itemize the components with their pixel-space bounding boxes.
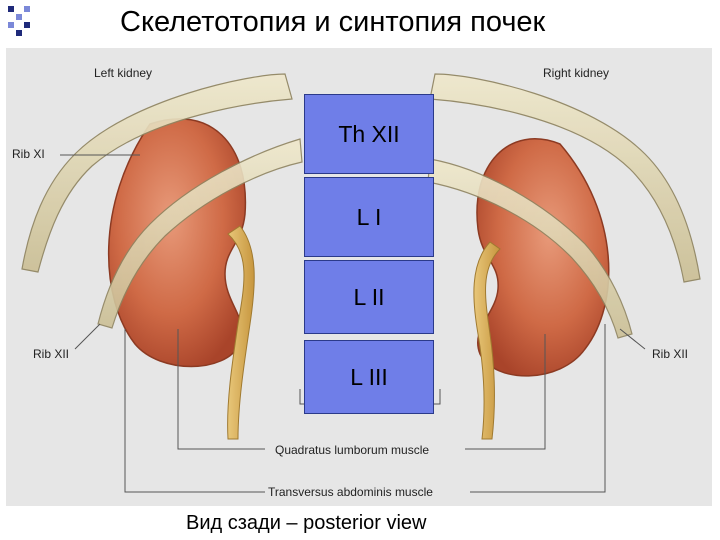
right-kidney-label: Right kidney bbox=[543, 66, 610, 80]
vertebra-l-i: L I bbox=[304, 177, 434, 257]
quadratus-lumborum-label: Quadratus lumborum muscle bbox=[275, 443, 430, 457]
left-kidney-label: Left kidney bbox=[94, 66, 153, 80]
leader-lines bbox=[60, 154, 646, 493]
view-caption: Вид сзади – posterior view bbox=[186, 512, 427, 534]
left-rib-xii bbox=[97, 138, 303, 329]
rib-xi-label: Rib XI bbox=[12, 147, 45, 161]
left-rib-xi bbox=[21, 73, 293, 273]
transversus-abdominis-label: Transversus abdominis muscle bbox=[268, 485, 433, 499]
right-rib-xii bbox=[427, 158, 633, 339]
vertebra-l-iii: L III bbox=[304, 340, 434, 414]
slide-title: Скелетотопия и синтопия почек bbox=[120, 6, 546, 38]
vertebra-th-xii: Th XII bbox=[304, 94, 434, 174]
vertebra-l-ii: L II bbox=[304, 260, 434, 334]
right-ureter bbox=[473, 241, 501, 440]
rib-xii-left-label: Rib XII bbox=[33, 347, 70, 361]
left-ureter bbox=[227, 225, 255, 440]
rib-xii-right-label: Rib XII bbox=[652, 347, 689, 361]
right-rib-xi bbox=[429, 73, 701, 283]
title-bullet-icon bbox=[8, 6, 38, 42]
